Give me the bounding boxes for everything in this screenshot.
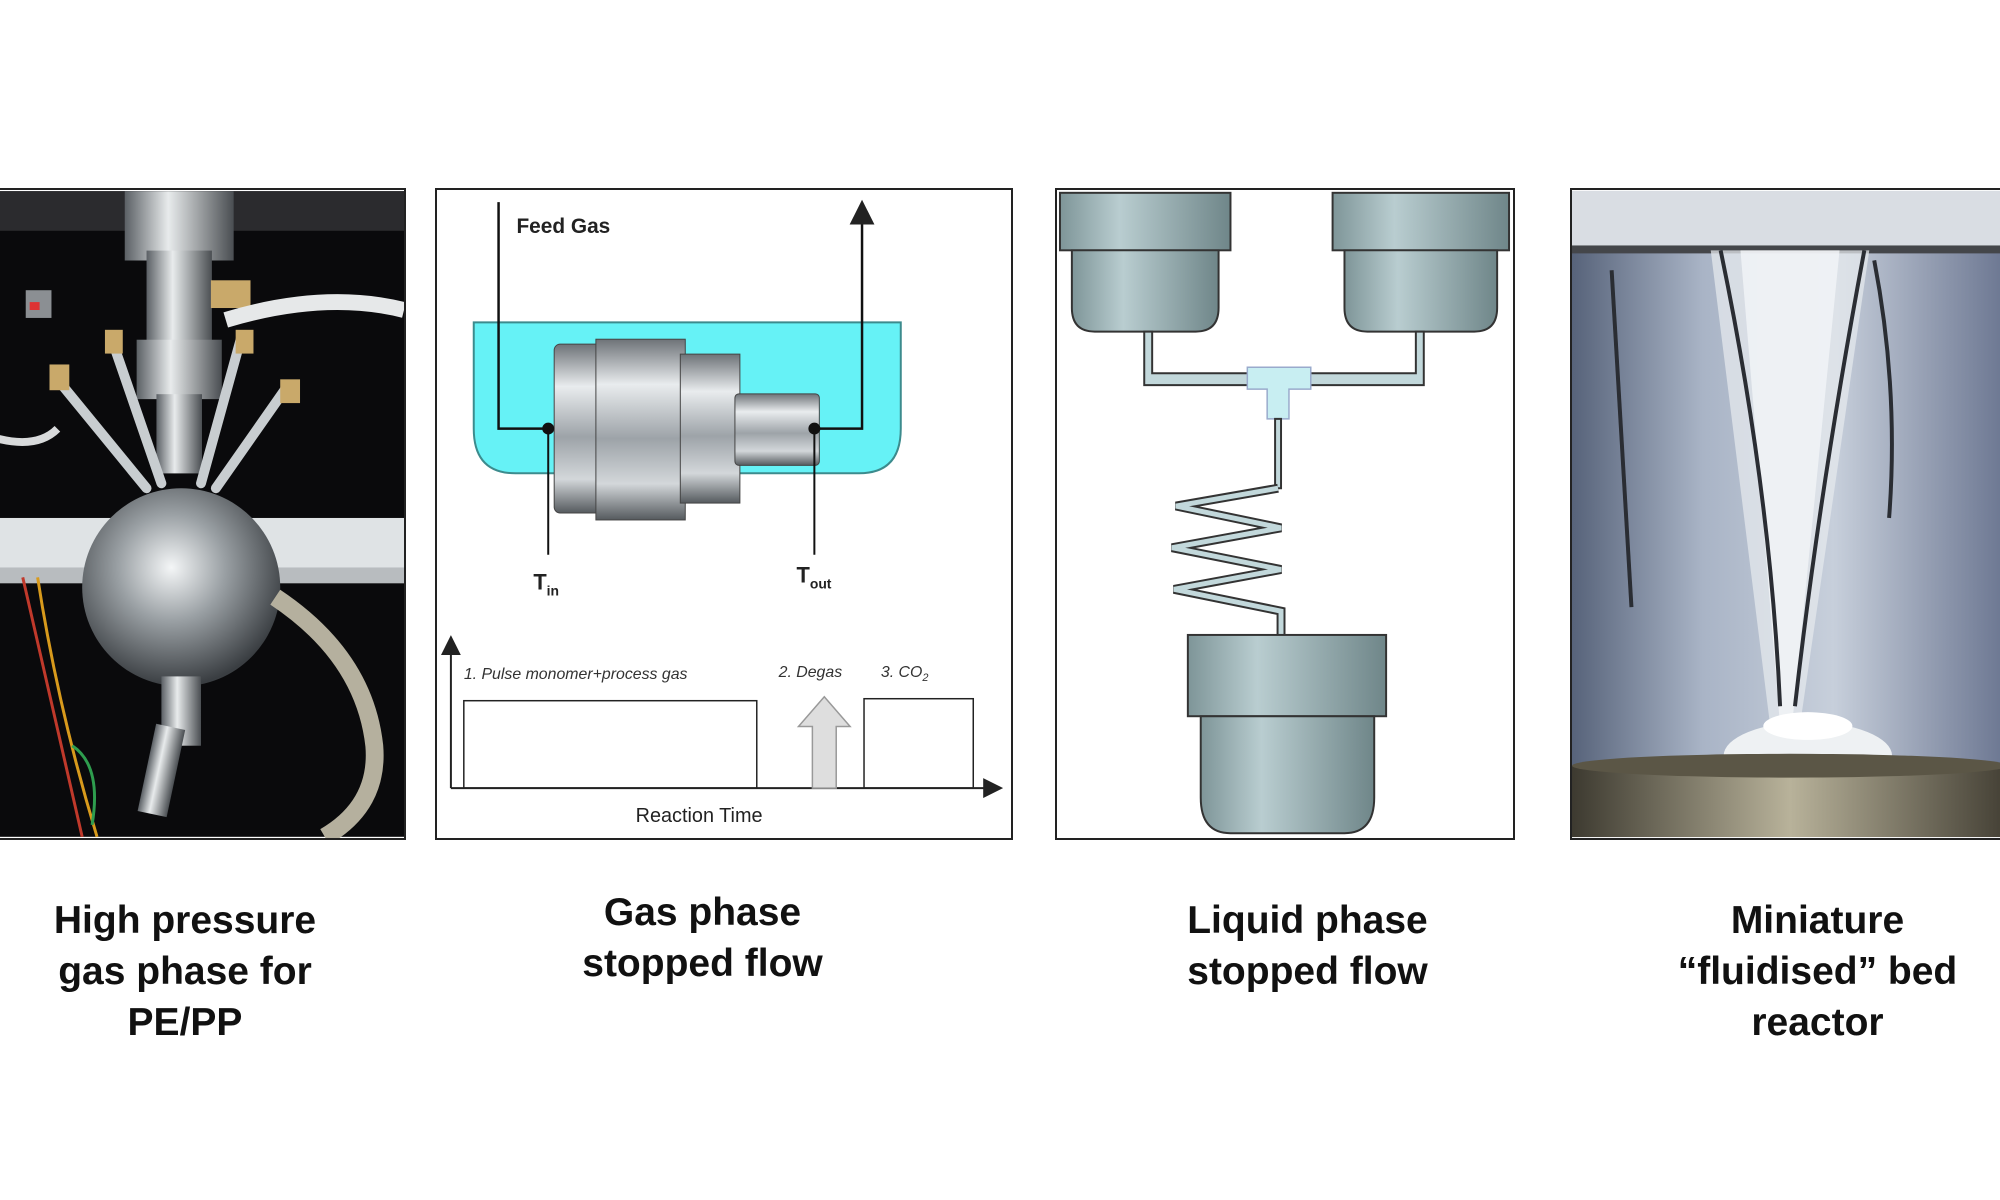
vessel-top-right [1331,191,1511,333]
gas-phase-stopped-flow-diagram: Feed Gas Tin Tout 1. Pulse monomer+proce… [435,188,1013,840]
fluidised-bed-reactor-photo [1570,188,2000,840]
high-pressure-reactor-photo [0,188,406,840]
step-3-label: 3. CO2 [881,664,929,684]
t-out-label: Tout [796,563,831,592]
caption-liquid-phase-stopped-flow: Liquid phase stopped flow [1187,899,1428,993]
degas-arrow [796,695,852,789]
gas-phase-schematic: Feed Gas Tin Tout 1. Pulse monomer+proce… [440,199,1004,827]
pulse-timing-plot: 1. Pulse monomer+process gas 2. Degas 3.… [440,635,1004,827]
fluidised-bed-illustration [1572,190,2000,838]
caption-high-pressure-reactor: High pressure gas phase for PE/PP [53,899,317,1044]
caption-fluidised-bed-reactor: Miniature “fluidised” bed reactor [1677,899,1958,1044]
vessel-bottom [1186,633,1388,835]
t-in-label: Tin [533,569,559,598]
step-1-label: 1. Pulse monomer+process gas [464,666,688,683]
liquid-phase-schematic [1058,191,1511,835]
step-2-label: 2. Degas [778,664,843,681]
outlet-line [814,199,875,430]
vessel-top-left [1058,191,1232,333]
pulse-3 [863,697,975,789]
tee-junction [1246,366,1312,420]
feed-gas-line [497,202,549,430]
liquid-phase-stopped-flow-diagram [1055,188,1515,840]
x-axis-label: Reaction Time [636,805,763,827]
reactor-cell [553,338,820,521]
pulse-1 [463,699,758,789]
feed-gas-label: Feed Gas [516,215,610,238]
caption-gas-phase-stopped-flow: Gas phase stopped flow [582,891,823,985]
reactor-illustration [0,191,404,838]
